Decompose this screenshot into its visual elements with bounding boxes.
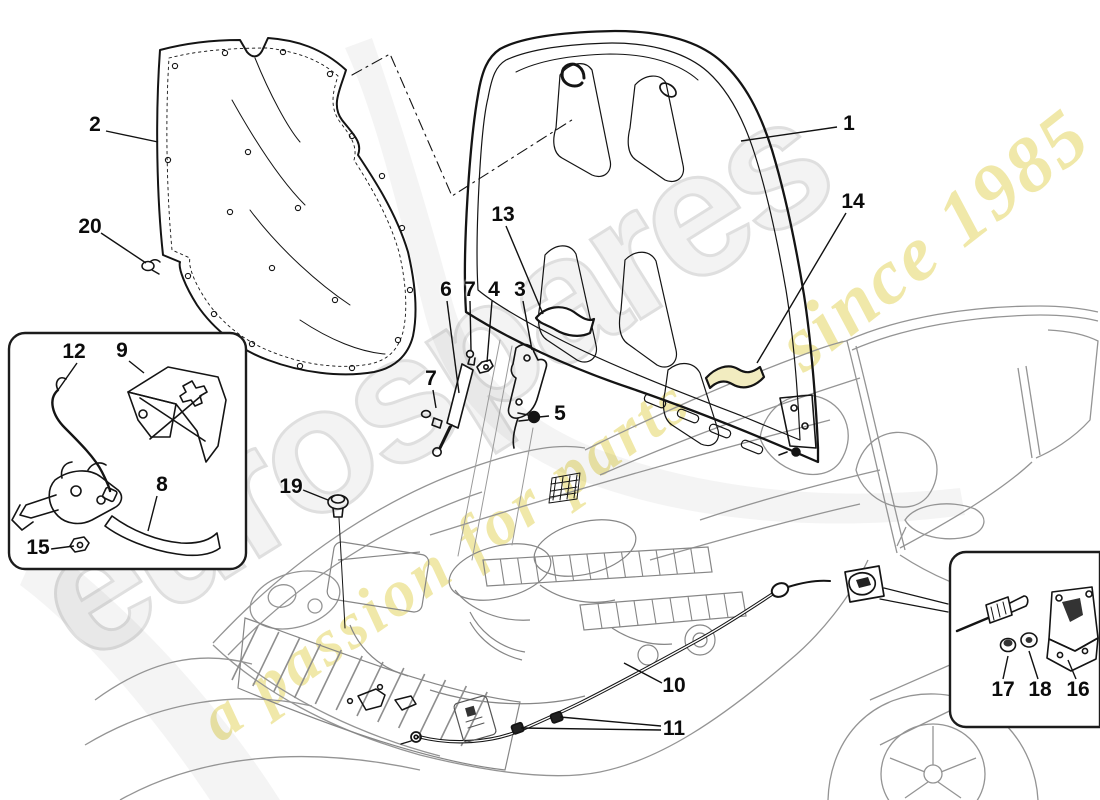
callout-label-11: 11 <box>662 717 686 740</box>
callout-label-7-6: 7 <box>464 278 476 301</box>
callout-label-20: 20 <box>78 215 102 238</box>
callout-label-12: 12 <box>62 340 86 363</box>
callout-label-4: 4 <box>488 278 500 301</box>
panel-fastener-pin <box>141 259 161 275</box>
callout-label-8: 8 <box>156 473 168 496</box>
callout-leader-lines <box>50 126 1077 731</box>
weatherstrip-left <box>534 306 596 337</box>
callout-label-18: 18 <box>1028 678 1052 701</box>
inset-latch-box <box>7 331 248 571</box>
main-parts <box>141 29 949 745</box>
rubber-plug <box>327 494 349 629</box>
weatherstrip-right <box>704 365 766 390</box>
callout-label-3: 3 <box>514 278 526 301</box>
release-cable <box>400 579 831 745</box>
bay-latch-fittings <box>346 683 497 743</box>
hinge-and-strut <box>420 339 548 561</box>
assembly-axis-line <box>351 53 576 197</box>
insulation-panel <box>156 37 417 376</box>
callout-label-7-9: 7 <box>425 367 437 390</box>
callout-label-6: 6 <box>440 278 452 301</box>
callout-label-17: 17 <box>991 678 1015 701</box>
callout-label-15: 15 <box>26 536 50 559</box>
callout-label-16: 16 <box>1066 678 1090 701</box>
callout-label-10: 10 <box>662 674 686 697</box>
inset-handle-box <box>948 550 1100 729</box>
interior-release-lever <box>844 565 949 613</box>
callout-label-2: 2 <box>89 113 101 136</box>
hood-panel <box>463 29 820 464</box>
callout-label-13: 13 <box>491 203 515 226</box>
cowl-grille-patch <box>548 472 581 504</box>
engine-context <box>231 519 747 771</box>
callout-label-1: 1 <box>843 112 855 135</box>
callout-label-14: 14 <box>841 190 865 213</box>
callout-label-9: 9 <box>116 339 128 362</box>
car-body-context <box>84 305 1100 800</box>
callout-label-19: 19 <box>279 475 303 498</box>
inset-panels <box>7 331 1100 729</box>
callout-label-5: 5 <box>554 402 566 425</box>
background-swoosh <box>20 38 965 800</box>
